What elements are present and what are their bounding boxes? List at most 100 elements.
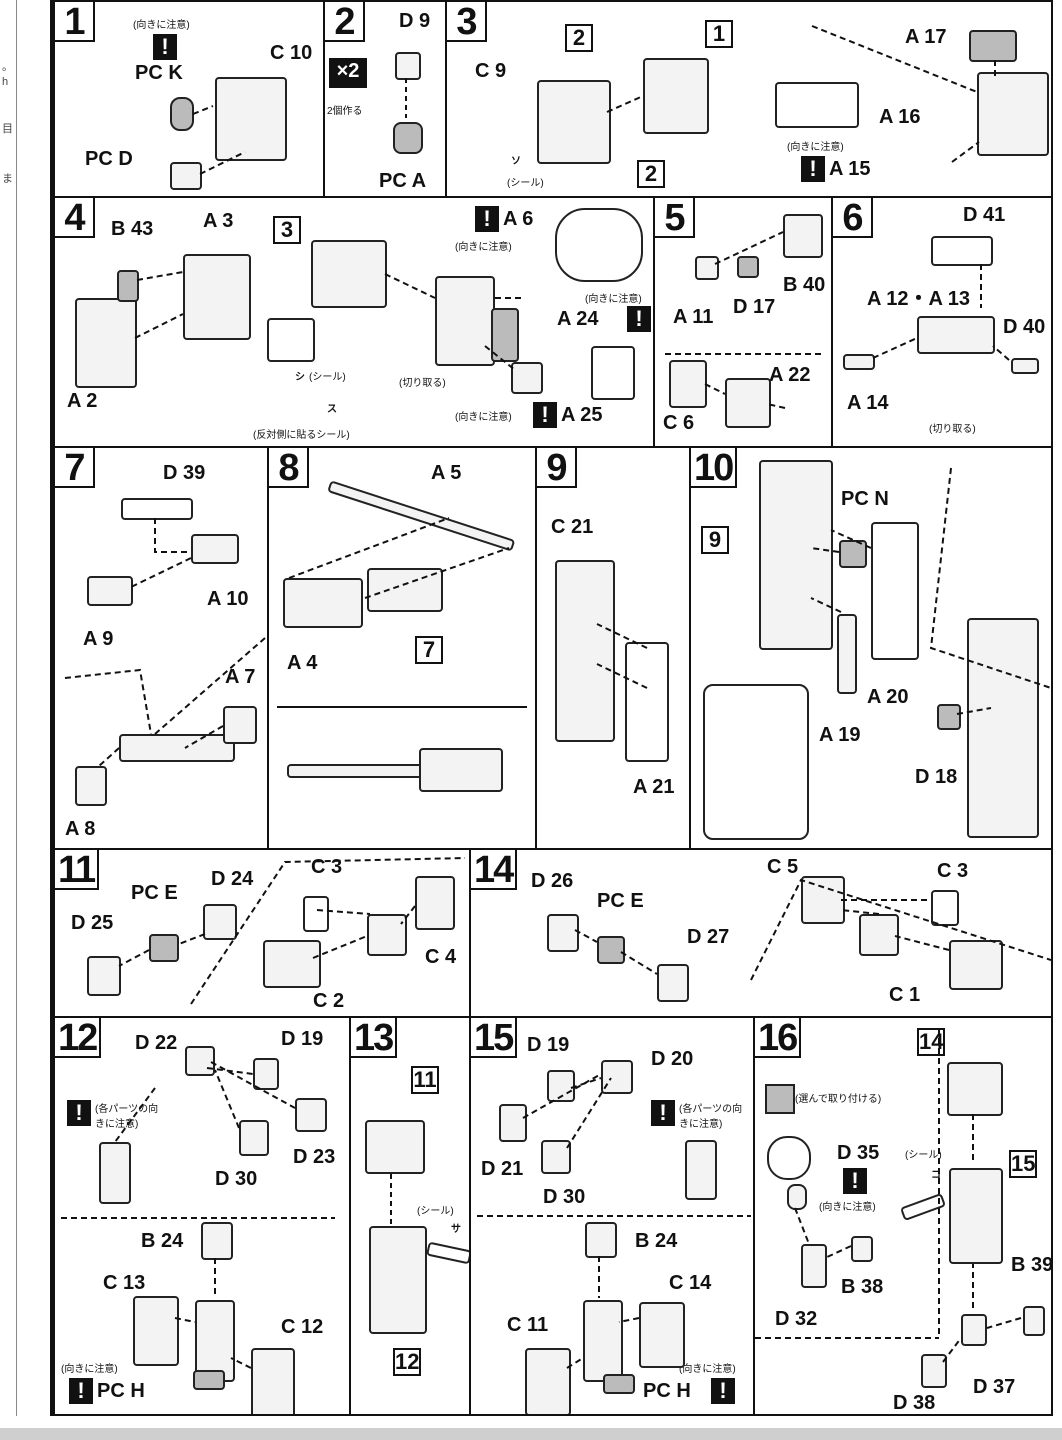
part-label: A 10 — [207, 588, 249, 610]
step-ref-box: 2 — [565, 24, 593, 52]
part-label: A 22 — [769, 364, 811, 386]
assembly-arrows — [118, 857, 466, 1005]
part-drawing — [203, 904, 237, 940]
part-drawing — [491, 308, 519, 362]
part-drawing — [369, 1226, 427, 1334]
part-drawing — [1011, 358, 1039, 374]
part-drawing — [170, 162, 202, 190]
assembly-arrows — [755, 1028, 1022, 1363]
part-drawing — [191, 534, 239, 564]
assembly-arrows — [477, 1073, 751, 1369]
assembly-arrows — [134, 271, 525, 371]
step-number: 8 — [269, 448, 309, 488]
part-label: C 6 — [663, 412, 695, 434]
part-drawing — [603, 1374, 635, 1394]
part-drawing — [223, 706, 257, 744]
callout-box — [775, 82, 859, 128]
part-label: A 4 — [287, 652, 318, 674]
step-number: 5 — [655, 198, 695, 238]
part-label: C 11 — [507, 1314, 549, 1336]
part-label: A 7 — [225, 666, 256, 688]
part-label: PC D — [85, 148, 133, 170]
part-drawing — [585, 1222, 617, 1258]
orientation-note: (向きに注意) — [585, 294, 642, 305]
sticker-note: (シール) — [905, 1150, 942, 1161]
step-ref-box: 12 — [393, 1348, 421, 1376]
part-label: A 2 — [67, 390, 98, 412]
part-drawing — [395, 52, 421, 80]
step-number: 7 — [55, 448, 95, 488]
part-label: D 22 — [135, 1032, 178, 1054]
sticker-symbol: コ — [931, 1170, 941, 1181]
part-label: A 16 — [879, 106, 921, 128]
part-label: C 14 — [669, 1272, 712, 1294]
orientation-note: (向きに注意) — [455, 412, 512, 423]
step-5-panel: 5 B 40 A 11 D 17 A 22 C 6 — [653, 196, 833, 448]
part-drawing — [657, 964, 689, 1002]
part-label: PC N — [841, 488, 889, 510]
assembly-arrows — [574, 878, 1051, 981]
part-drawing — [921, 1354, 947, 1388]
step-13-panel: 13 11 12 (シール) サ — [349, 1016, 471, 1416]
step-number: 4 — [55, 198, 95, 238]
part-drawing — [415, 876, 455, 930]
part-label: D 38 — [893, 1392, 936, 1414]
left-margin-strip: 。 h 目 ま — [0, 0, 17, 1416]
assembly-arrows — [192, 105, 246, 175]
part-drawing — [99, 1142, 131, 1204]
part-label: A 8 — [65, 818, 96, 840]
step-ref-box: 2 — [637, 160, 665, 188]
part-label: C 3 — [937, 860, 969, 882]
part-drawing — [393, 122, 423, 154]
orientation-note: (向きに注意) — [819, 1202, 876, 1213]
warning-icon: ! — [627, 306, 651, 332]
part-drawing — [87, 956, 121, 996]
step-ref-box: 11 — [411, 1066, 439, 1094]
warning-icon: ! — [533, 402, 557, 428]
part-label: C 1 — [889, 984, 921, 1006]
step-8-panel: 8 7 A 5 A 4 — [267, 446, 537, 850]
part-label: D 18 — [915, 766, 958, 788]
part-label: D 19 — [527, 1034, 570, 1056]
part-label: A 5 — [431, 462, 462, 484]
orientation-note: (向きに注意) — [679, 1364, 736, 1375]
part-drawing — [367, 914, 407, 956]
assembly-arrows — [405, 78, 407, 118]
part-drawing — [117, 270, 139, 302]
part-label: D 41 — [963, 204, 1006, 226]
part-drawing — [195, 1300, 235, 1382]
warning-icon: ! — [651, 1100, 675, 1126]
step-number: 6 — [833, 198, 873, 238]
reverse-sticker-note: (反対側に貼るシール) — [253, 430, 350, 441]
part-label: B 40 — [783, 274, 826, 296]
part-drawing — [185, 1046, 215, 1076]
part-drawing — [851, 1236, 873, 1262]
sticker-symbol: ソ — [511, 156, 521, 167]
margin-char: ま — [2, 173, 13, 185]
part-label: A 21 — [633, 776, 675, 798]
step-ref-box: 15 — [1009, 1150, 1037, 1178]
part-label: D 25 — [71, 912, 114, 934]
step-12-panel: 12 D 22 D 19 D 23 D 30 B 24 C 13 C 12 ! … — [53, 1016, 351, 1416]
sticker-note: (シール) — [417, 1206, 454, 1217]
part-drawing — [625, 642, 669, 762]
step-6-panel: 6 D 41 A 12・A 13 D 40 A 14 (切り取る) — [831, 196, 1053, 448]
part-drawing — [215, 77, 287, 161]
part-drawing — [75, 298, 137, 388]
multiplier-badge: ×2 — [329, 58, 367, 88]
assembly-arrows — [390, 1174, 392, 1224]
part-drawing — [725, 378, 771, 428]
part-label: D 19 — [281, 1028, 324, 1050]
cut-note: (切り取る) — [929, 424, 976, 435]
part-drawing — [787, 1184, 807, 1210]
orientation-note: (向きに注意) — [61, 1364, 118, 1375]
part-drawing — [937, 704, 961, 730]
part-label: C 21 — [551, 516, 594, 538]
step-number: 15 — [471, 1018, 518, 1058]
step-ref-box: 9 — [701, 526, 729, 554]
part-label: C 5 — [767, 856, 799, 878]
part-label: C 10 — [270, 42, 313, 64]
part-label: B 24 — [635, 1230, 678, 1252]
part-drawing — [239, 1120, 269, 1156]
part-label: PC A — [379, 170, 427, 192]
